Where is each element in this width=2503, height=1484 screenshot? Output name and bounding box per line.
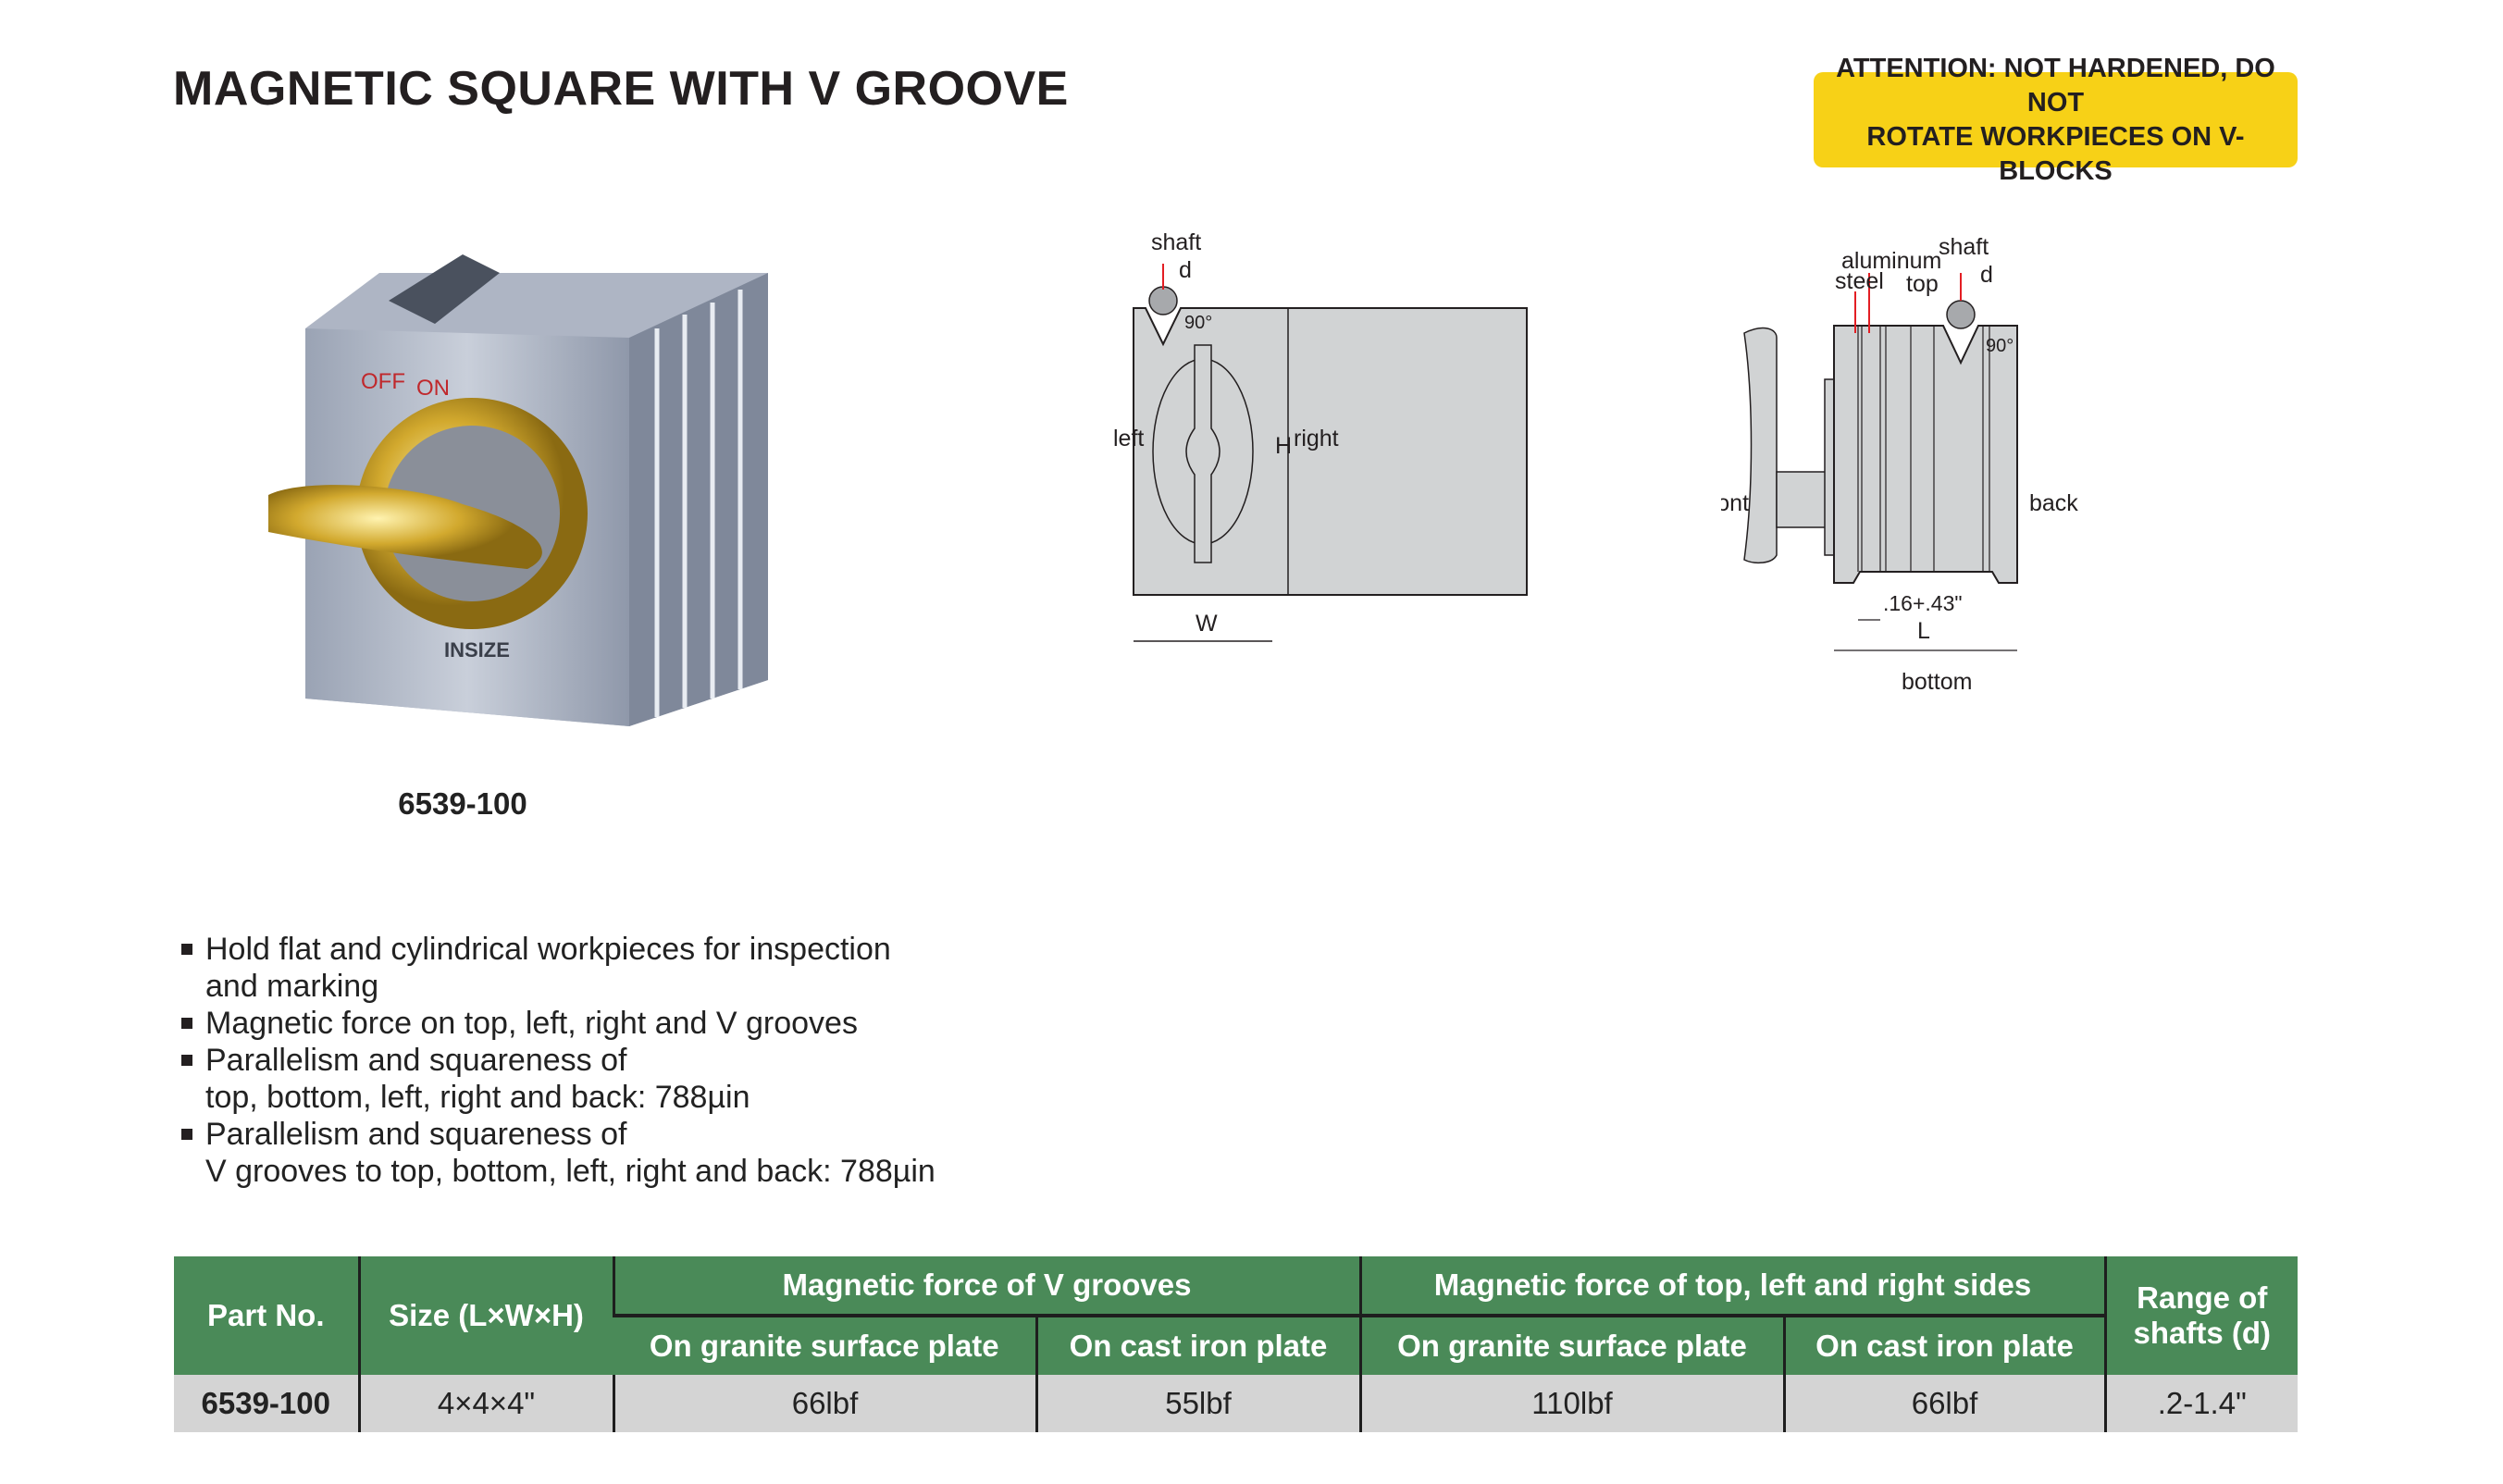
header-sides: Magnetic force of top, left and right si… bbox=[1358, 1256, 2105, 1316]
back-label: back bbox=[2029, 490, 2078, 516]
right-label: right bbox=[1294, 426, 1339, 451]
aluminum-label: aluminum bbox=[1841, 248, 1941, 274]
bottom-label: bottom bbox=[1902, 669, 1972, 695]
cell-size: 4×4×4" bbox=[357, 1375, 613, 1432]
cell-s-cast: 66lbf bbox=[1782, 1375, 2105, 1432]
page-title: MAGNETIC SQUARE WITH V GROOVE bbox=[173, 62, 1069, 116]
feature-item: Magnetic force on top, left, right and V… bbox=[181, 1005, 936, 1042]
switch-off-label: OFF bbox=[361, 369, 405, 394]
attention-line-2: ROTATE WORKPIECES ON V-BLOCKS bbox=[1866, 121, 2245, 186]
header-s-granite: On granite surface plate bbox=[1358, 1314, 1784, 1375]
side-d-label: d bbox=[1980, 262, 1993, 288]
front-angle-label: 90° bbox=[1184, 313, 1212, 333]
front-d-label: d bbox=[1179, 257, 1192, 283]
h-label: H bbox=[1275, 433, 1292, 459]
l-label: L bbox=[1917, 618, 1930, 644]
header-v-cast: On cast iron plate bbox=[1035, 1314, 1360, 1375]
attention-badge: ATTENTION: NOT HARDENED, DO NOT ROTATE W… bbox=[1814, 54, 2298, 186]
cell-part-no: 6539-100 bbox=[174, 1375, 359, 1432]
spec-table: Part No. Size (L×W×H) Magnetic force of … bbox=[174, 1256, 2298, 1432]
side-shaft-label: shaft bbox=[1939, 234, 1989, 260]
cell-range: .2-1.4" bbox=[2103, 1375, 2298, 1432]
left-label: left bbox=[1113, 426, 1144, 451]
table-row: 6539-100 4×4×4" 66lbf 55lbf 110lbf 66lbf… bbox=[174, 1375, 2298, 1432]
header-s-cast: On cast iron plate bbox=[1782, 1314, 2105, 1375]
cell-s-granite: 110lbf bbox=[1358, 1375, 1784, 1432]
spacing-label: .16+.43" bbox=[1883, 591, 1963, 615]
side-view: shaft d 90° aluminum steel top front bac… bbox=[1721, 234, 2078, 695]
steel-label: steel bbox=[1835, 268, 1884, 294]
side-angle-label: 90° bbox=[1986, 336, 2014, 356]
header-v-grooves: Magnetic force of V grooves bbox=[612, 1256, 1360, 1316]
brand-logo: INSIZE bbox=[444, 638, 510, 662]
top-label: top bbox=[1906, 271, 1939, 297]
dimension-diagrams: shaft d 90° left right H W bbox=[1113, 229, 1528, 642]
product-caption: 6539-100 bbox=[398, 786, 527, 821]
attention-line-1: ATTENTION: NOT HARDENED, DO NOT bbox=[1836, 53, 2275, 117]
switch-on-label: ON bbox=[416, 376, 450, 401]
front-view-diagram: shaft d 90° left right H W bbox=[1113, 229, 1528, 642]
front-shaft-label: shaft bbox=[1151, 229, 1201, 255]
header-range: Range of shafts (d) bbox=[2103, 1256, 2298, 1375]
feature-item: Hold flat and cylindrical workpieces for… bbox=[181, 931, 936, 1005]
front-label: front bbox=[1721, 490, 1749, 516]
header-size: Size (L×W×H) bbox=[357, 1256, 613, 1375]
feature-list: Hold flat and cylindrical workpieces for… bbox=[181, 931, 936, 1190]
header-part-no: Part No. bbox=[174, 1256, 359, 1375]
w-label: W bbox=[1196, 611, 1218, 637]
header-v-granite: On granite surface plate bbox=[613, 1314, 1036, 1375]
cell-v-granite: 66lbf bbox=[612, 1375, 1036, 1432]
product-photo: OFF ON INSIZE bbox=[268, 254, 768, 726]
cell-v-cast: 55lbf bbox=[1035, 1375, 1360, 1432]
